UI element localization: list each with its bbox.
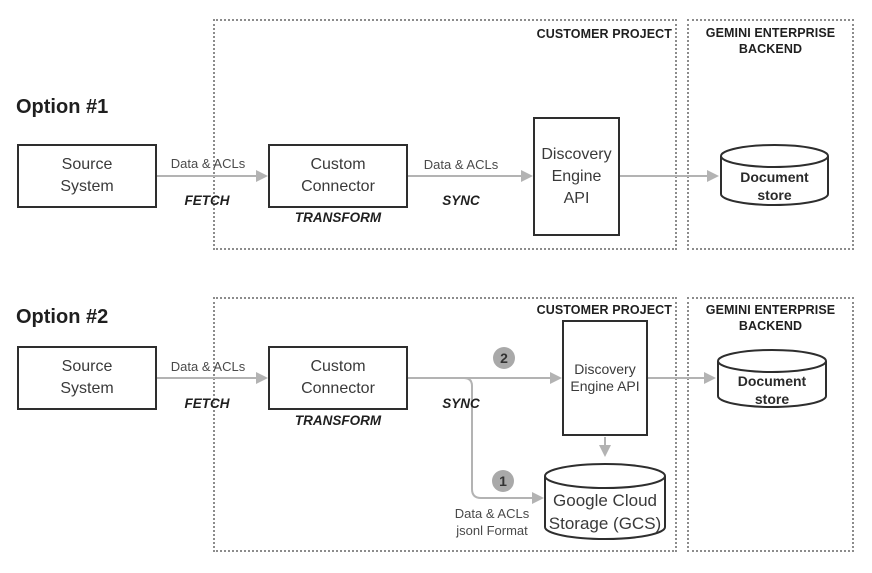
- option1-discovery-engine-api-node: Discovery Engine API: [533, 117, 620, 236]
- arrowhead-o1-discovery: [521, 170, 533, 182]
- option1-discovery-line3: API: [563, 189, 590, 207]
- option2-customer-project-zone: [213, 297, 677, 552]
- option1-discovery-line2: Engine: [551, 167, 602, 185]
- option2-gcs-path-label-line1: Data & ACLs: [454, 506, 530, 521]
- option1-transform-verb: TRANSFORM: [294, 210, 382, 225]
- option1-discovery-line1: Discovery: [541, 145, 612, 163]
- option1-sync-verb: SYNC: [442, 193, 480, 208]
- option2-discovery-line2: Engine API: [570, 378, 640, 394]
- option1-docstore-line2: store: [757, 186, 792, 203]
- arrowhead-o1-docstore: [707, 170, 719, 182]
- option1-fetch-verb: FETCH: [184, 193, 230, 208]
- option2-fetch-verb: FETCH: [184, 396, 230, 411]
- option1-gemini-backend-zone: [687, 19, 854, 250]
- option1-custom-connector-node: Custom Connector: [268, 144, 408, 208]
- option2-connector-line1: Custom: [310, 358, 366, 375]
- option1-backend-label-line2: BACKEND: [738, 42, 803, 56]
- option2-gcs-path-label: Data & ACLs jsonl Format: [447, 505, 537, 539]
- option1-source-line1: Source: [61, 156, 113, 173]
- option2-docstore-line2: store: [754, 390, 790, 407]
- arrow-o2-branch-to-gcs: [463, 377, 532, 499]
- arrowhead-o2-connector: [256, 372, 268, 384]
- option2-source-line1: Source: [61, 358, 113, 375]
- step-badge-2: 2: [493, 347, 515, 369]
- option2-backend-label-line2: BACKEND: [738, 319, 803, 333]
- arrowhead-o2-gcs-down: [599, 445, 611, 457]
- arrowhead-o2-discovery: [550, 372, 562, 384]
- option2-discovery-engine-api-node: Discovery Engine API: [562, 320, 648, 436]
- option2-backend-label-line1: GEMINI ENTERPRISE: [705, 303, 836, 317]
- option1-connector-line1: Custom: [310, 156, 366, 173]
- arrowhead-o1-connector: [256, 170, 268, 182]
- option2-docstore-line1: Document: [737, 373, 807, 389]
- arrowhead-o2-docstore: [704, 372, 716, 384]
- cylinder-shape: [544, 463, 666, 540]
- option1-document-store-cylinder: Document store: [720, 144, 829, 206]
- option1-fetch-arrow-label: Data & ACLs: [170, 156, 246, 171]
- option1-title: Option #1: [16, 96, 109, 118]
- option1-connector-line2: Connector: [301, 178, 375, 195]
- cylinder-shape: [717, 349, 827, 408]
- option2-gcs-line2: Storage (GCS): [548, 514, 662, 533]
- option2-title: Option #2: [16, 306, 109, 328]
- option2-discovery-line1: Discovery: [574, 361, 636, 377]
- option2-fetch-arrow-label: Data & ACLs: [170, 359, 246, 374]
- option2-custom-connector-node: Custom Connector: [268, 346, 408, 410]
- step-badge-1: 1: [492, 470, 514, 492]
- option2-gcs-line1: Google Cloud: [553, 491, 657, 510]
- cylinder-shape: [720, 144, 829, 206]
- option1-sync-arrow-label: Data & ACLs: [423, 157, 499, 172]
- arrowhead-o2-gcs: [532, 492, 544, 504]
- option2-gcs-cylinder: Google Cloud Storage (GCS): [544, 463, 666, 540]
- option2-source-line2: System: [60, 380, 114, 397]
- option1-source-system-node: Source System: [17, 144, 157, 208]
- option2-gemini-backend-zone: [687, 297, 854, 552]
- option2-document-store-cylinder: Document store: [717, 349, 827, 408]
- option2-customer-project-label: CUSTOMER PROJECT: [536, 303, 672, 317]
- option2-connector-line2: Connector: [301, 380, 375, 397]
- option2-sync-verb: SYNC: [442, 396, 480, 411]
- option1-customer-project-label: CUSTOMER PROJECT: [536, 27, 672, 41]
- option1-docstore-line1: Document: [740, 169, 809, 185]
- option2-transform-verb: TRANSFORM: [294, 413, 382, 428]
- option1-backend-label-line1: GEMINI ENTERPRISE: [705, 26, 836, 40]
- option2-gcs-path-label-line2: jsonl Format: [456, 523, 528, 538]
- option1-source-line2: System: [60, 178, 114, 195]
- option2-source-system-node: Source System: [17, 346, 157, 410]
- option1-customer-project-zone: [213, 19, 677, 250]
